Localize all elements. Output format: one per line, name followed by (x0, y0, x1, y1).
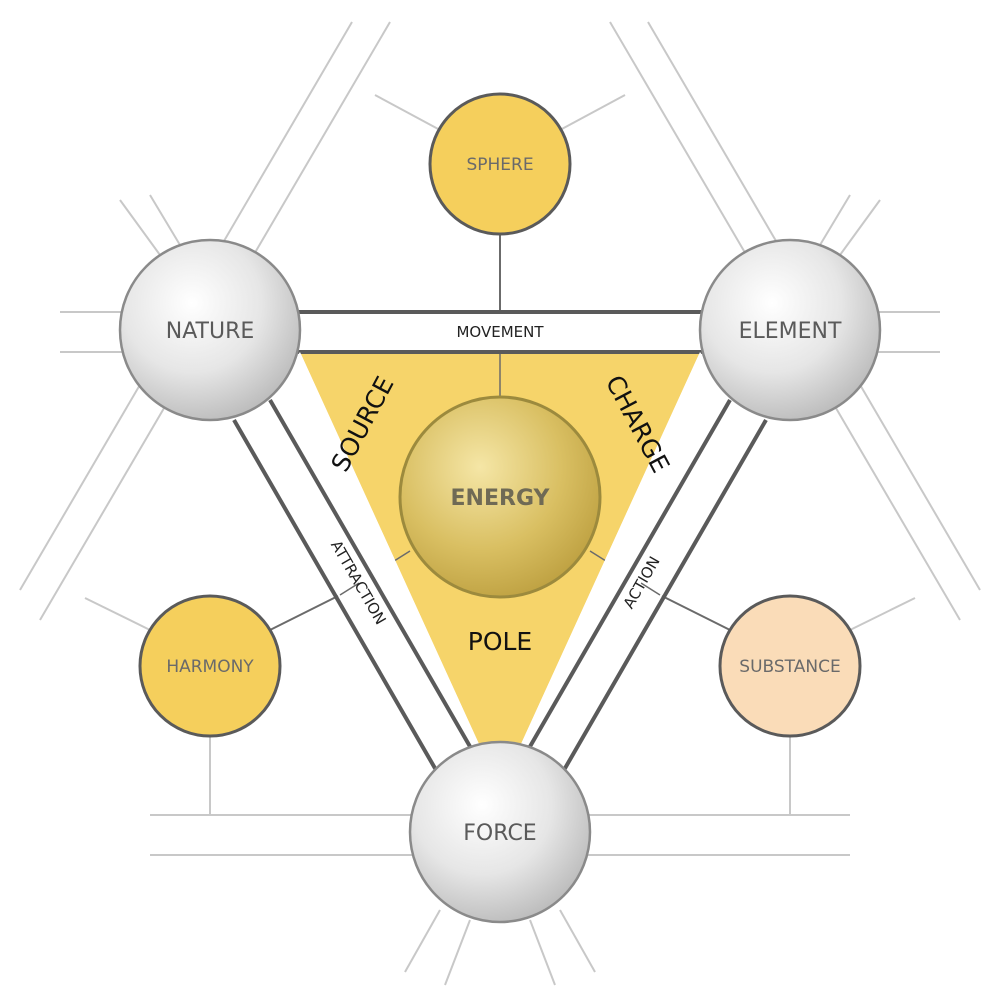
edge-movement: MOVEMENT (292, 310, 708, 354)
node-label-force: FORCE (463, 821, 536, 846)
node-nature[interactable]: NATURE (118, 238, 302, 422)
node-label-element: ELEMENT (739, 319, 842, 344)
node-sphere[interactable]: SPHERE (428, 92, 572, 236)
edge-action: ACTION (500, 352, 768, 790)
node-label-sphere: SPHERE (466, 155, 533, 175)
node-substance[interactable]: SUBSTANCE (718, 594, 862, 738)
node-energy[interactable]: ENERGY (398, 395, 602, 599)
node-label-substance: SUBSTANCE (739, 657, 840, 677)
node-label-nature: NATURE (166, 319, 255, 344)
connector-lines (269, 234, 731, 631)
node-label-energy: ENERGY (451, 486, 551, 511)
node-element[interactable]: ELEMENT (698, 238, 882, 422)
node-label-harmony: HARMONY (166, 657, 254, 677)
node-force[interactable]: FORCE (408, 740, 592, 924)
node-harmony[interactable]: HARMONY (138, 594, 282, 738)
sector-label-pole: POLE (468, 627, 532, 656)
edge-attraction: ATTRACTION (232, 352, 500, 790)
edge-label-movement: MOVEMENT (456, 323, 544, 341)
